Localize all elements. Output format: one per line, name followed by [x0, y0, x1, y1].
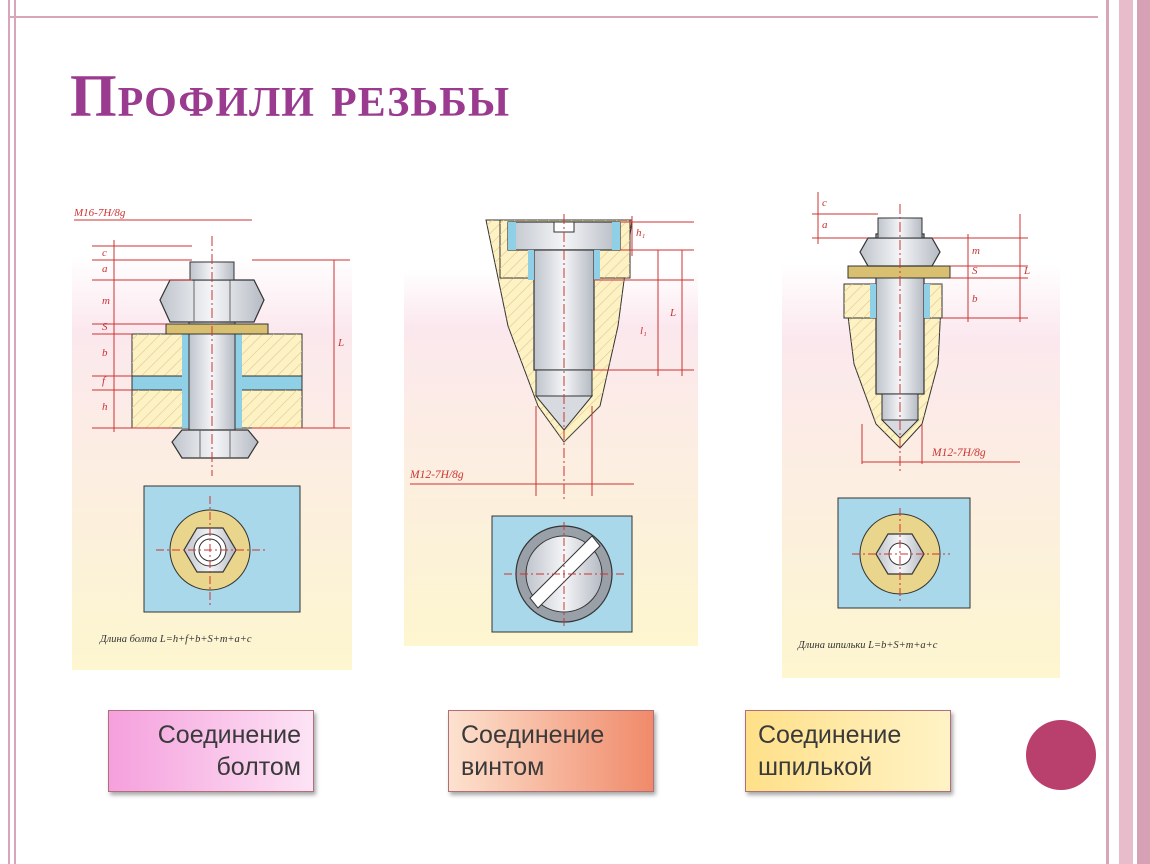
caption-stud-line2: шпилькой — [758, 753, 873, 781]
caption-bolt-connection: Соединение болтом — [108, 710, 314, 792]
stud-thread-label: M12-7H/8g — [931, 447, 986, 459]
svg-text:a: a — [102, 263, 108, 275]
svg-text:b: b — [972, 293, 978, 305]
svg-text:a: a — [822, 219, 828, 231]
caption-stud-line1: Соединение — [758, 721, 902, 749]
svg-text:L: L — [1023, 265, 1030, 277]
svg-text:b: b — [102, 347, 108, 359]
bolt-formula: Длина болта L=h+f+b+S+m+a+c — [99, 634, 252, 645]
screw-thread-label: M12-7H/8g — [409, 469, 464, 481]
svg-text:L: L — [669, 307, 676, 319]
page-title: Профили резьбы — [70, 63, 511, 129]
caption-bolt-line1: Соединение — [157, 721, 301, 749]
svg-text:L: L — [337, 337, 344, 349]
svg-text:m: m — [972, 245, 980, 257]
bolt-drawing: M16-7H/8g c a m S b f h — [72, 207, 352, 670]
bolt-thread-label: M16-7H/8g — [73, 207, 126, 219]
svg-text:m: m — [102, 295, 110, 307]
stud-formula: Длина шпильки L=b+S+m+a+c — [797, 640, 938, 651]
caption-bolt-line2: болтом — [216, 753, 301, 781]
caption-stud-connection: Соединение шпилькой — [745, 710, 951, 792]
svg-text:h₁: h₁ — [636, 227, 646, 239]
caption-screw-line1: Соединение — [461, 721, 605, 749]
svg-text:f: f — [102, 375, 107, 387]
decorative-circle — [1026, 720, 1096, 790]
caption-screw-line2: винтом — [461, 753, 545, 781]
svg-text:S: S — [972, 265, 978, 277]
svg-text:l₁: l₁ — [640, 325, 647, 337]
svg-text:h: h — [102, 401, 108, 413]
slide-frame-left — [8, 0, 16, 864]
svg-text:c: c — [102, 247, 107, 259]
screw-drawing: h₁ l₁ L M12-7H/8g — [404, 214, 698, 646]
slide-frame-top — [8, 0, 1098, 18]
svg-text:c: c — [822, 197, 827, 209]
caption-screw-connection: Соединение винтом — [448, 710, 654, 792]
stud-drawing: c a m S b L M12-7H/8g Длина шпильки L=b+… — [782, 192, 1060, 678]
svg-text:S: S — [102, 321, 108, 333]
slide-frame-right — [1098, 0, 1150, 864]
